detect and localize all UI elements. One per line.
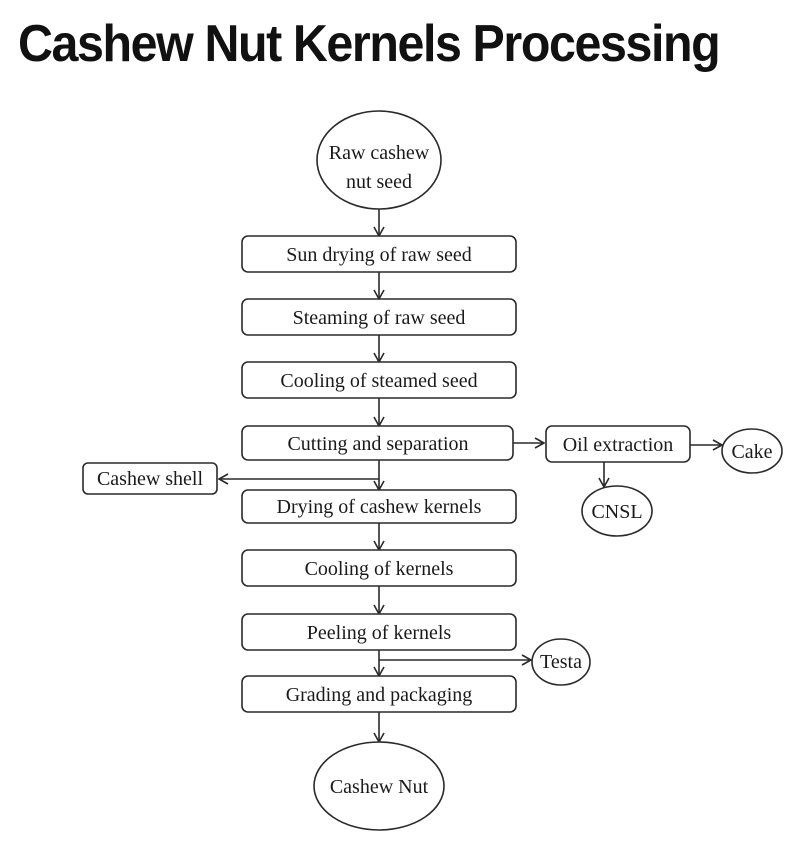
raw-seed-label-1: Raw cashew: [329, 142, 430, 164]
node-cooling-kernels: Cooling of kernels: [241, 549, 517, 587]
node-oil-extraction: Oil extraction: [545, 425, 691, 463]
peeling-label: Peeling of kernels: [307, 622, 452, 644]
cooling-kernels-label: Cooling of kernels: [305, 558, 454, 580]
cashew-shell-label: Cashew shell: [97, 468, 204, 490]
cooling-seed-label: Cooling of steamed seed: [280, 370, 477, 392]
node-grading-packaging: Grading and packaging: [241, 675, 517, 713]
steaming-label: Steaming of raw seed: [293, 307, 466, 329]
node-cashew-shell: Cashew shell: [82, 462, 218, 495]
cnsl-label: CNSL: [591, 501, 642, 523]
node-cutting-separation: Cutting and separation: [241, 425, 514, 461]
node-testa: Testa: [531, 638, 591, 686]
node-sun-drying: Sun drying of raw seed: [241, 235, 517, 273]
cutting-label: Cutting and separation: [287, 433, 468, 455]
testa-label: Testa: [540, 651, 582, 673]
node-peeling: Peeling of kernels: [241, 613, 517, 651]
node-cake: Cake: [721, 428, 783, 474]
node-cashew-nut: Cashew Nut: [313, 741, 445, 831]
diagram-title: Cashew Nut Kernels Processing: [18, 15, 721, 73]
node-raw-cashew-seed: Raw cashew nut seed: [316, 110, 442, 210]
node-steaming: Steaming of raw seed: [241, 298, 517, 336]
node-cooling-steamed-seed: Cooling of steamed seed: [241, 361, 517, 399]
sun-drying-label: Sun drying of raw seed: [286, 244, 472, 266]
drying-kernels-label: Drying of cashew kernels: [277, 496, 482, 518]
raw-seed-label-2: nut seed: [346, 171, 412, 193]
branch-arrows: [217, 437, 724, 666]
cashew-nut-label: Cashew Nut: [330, 776, 429, 798]
node-cnsl: CNSL: [581, 485, 653, 537]
oil-extraction-label: Oil extraction: [563, 434, 674, 456]
grading-label: Grading and packaging: [286, 684, 473, 706]
cake-label: Cake: [731, 441, 772, 463]
node-drying-kernels: Drying of cashew kernels: [241, 489, 517, 524]
